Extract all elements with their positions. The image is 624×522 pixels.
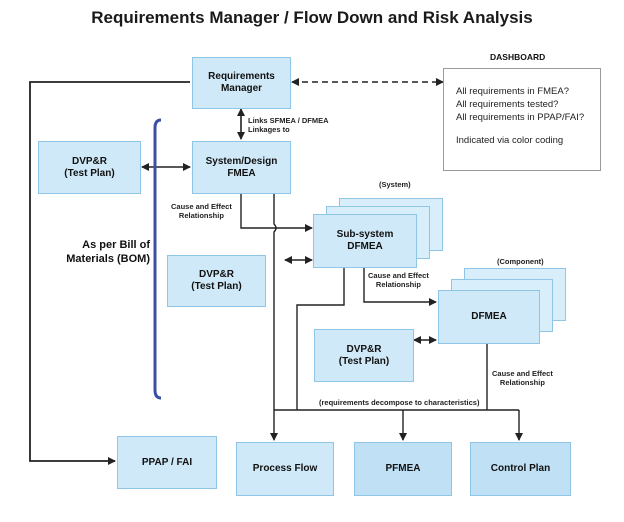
dashboard-heading: DASHBOARD: [490, 52, 546, 62]
sysfmea-subsystem-link: [240, 194, 313, 232]
requirements-manager-box[interactable]: Requirements Manager: [192, 57, 291, 109]
ppap-fai-box[interactable]: PPAP / FAI: [117, 436, 217, 489]
dvpr-mid-box[interactable]: DVP&R (Test Plan): [167, 255, 266, 307]
page-title: Requirements Manager / Flow Down and Ris…: [91, 8, 533, 27]
cause-effect-label-1: Cause and Effect Relationship: [171, 202, 232, 220]
subsystem-bar-link: [296, 268, 345, 410]
subsystem-dfmea-link: [363, 268, 437, 306]
system-label: (System): [379, 180, 411, 189]
dvpr-top-box[interactable]: DVP&R (Test Plan): [38, 141, 141, 194]
bom-bracket: [153, 118, 162, 400]
dashboard-note: Indicated via color coding: [456, 135, 564, 146]
system-fmea-box[interactable]: System/Design FMEA: [192, 141, 291, 194]
dashboard-item: All requirements in PPAP/FAI?: [456, 112, 585, 123]
decompose-label: (requirements decompose to characteristi…: [319, 398, 480, 407]
dashboard-item: All requirements in FMEA?: [456, 86, 569, 97]
dvpr-low-box[interactable]: DVP&R (Test Plan): [314, 329, 414, 382]
sysfmea-processflow-link: [270, 194, 278, 441]
process-flow-box[interactable]: Process Flow: [236, 442, 334, 496]
control-plan-box[interactable]: Control Plan: [470, 442, 571, 496]
bom-label: As per Bill of Materials (BOM): [66, 239, 150, 265]
dfmea-box[interactable]: DFMEA: [438, 290, 540, 344]
cause-effect-label-3: Cause and Effect Relationship: [492, 369, 553, 387]
component-label: (Component): [497, 257, 544, 266]
links-label: Links SFMEA / DFMEA Linkages to: [248, 116, 329, 134]
pfmea-box[interactable]: PFMEA: [354, 442, 452, 496]
dashboard-panel: All requirements in FMEA? All requiremen…: [443, 68, 601, 171]
dashboard-item: All requirements tested?: [456, 99, 559, 110]
req-ppap-link: [29, 81, 190, 465]
subsystem-dfmea-box[interactable]: Sub-system DFMEA: [313, 214, 417, 268]
cause-effect-label-2: Cause and Effect Relationship: [368, 271, 429, 289]
